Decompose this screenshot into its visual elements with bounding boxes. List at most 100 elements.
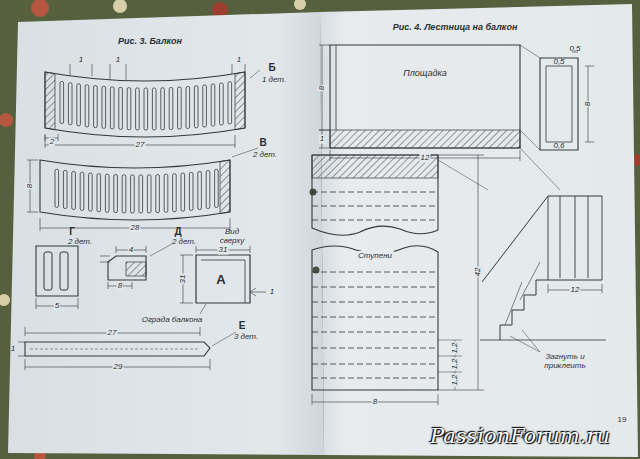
drawn-line bbox=[232, 64, 233, 74]
dimension: 8 bbox=[117, 282, 123, 291]
drawn-line bbox=[40, 218, 41, 231]
dimension: 8 bbox=[26, 183, 35, 189]
slot bbox=[102, 86, 106, 128]
drawn-line bbox=[520, 45, 540, 58]
drawn-line bbox=[30, 349, 200, 350]
rail-inner bbox=[201, 260, 245, 303]
slot bbox=[114, 175, 118, 213]
drawn-line bbox=[116, 246, 117, 253]
drawn-line bbox=[548, 284, 549, 293]
slot bbox=[105, 174, 109, 212]
slot bbox=[211, 84, 215, 126]
drawn-line bbox=[126, 64, 127, 80]
balcony-strip bbox=[45, 72, 245, 137]
drawn-line bbox=[319, 130, 330, 131]
drawn-line bbox=[92, 64, 93, 76]
drawn-line bbox=[522, 330, 540, 352]
slot bbox=[169, 87, 173, 129]
drawn-line bbox=[312, 378, 438, 379]
slot bbox=[110, 87, 114, 129]
drawn-line bbox=[250, 70, 260, 78]
slot bbox=[89, 173, 93, 211]
drawn-line bbox=[250, 288, 256, 292]
drawn-line bbox=[18, 356, 25, 357]
drawn-line bbox=[585, 142, 594, 143]
dimension: 42 bbox=[474, 267, 483, 278]
drawn-line bbox=[520, 130, 540, 150]
drawn-line bbox=[336, 45, 337, 130]
slot bbox=[206, 171, 210, 209]
slot bbox=[72, 171, 76, 209]
dimension: 31 bbox=[179, 274, 188, 285]
dimension: 2 дет. bbox=[252, 151, 278, 160]
slot bbox=[127, 88, 131, 130]
dimension: 1 bbox=[319, 135, 325, 144]
slot bbox=[173, 174, 177, 212]
left-page bbox=[8, 12, 324, 455]
slot bbox=[215, 169, 219, 207]
dimension: 1 bbox=[78, 56, 84, 65]
handrail bbox=[482, 196, 602, 282]
drawn-line bbox=[108, 282, 109, 289]
slot bbox=[156, 175, 160, 213]
slot bbox=[228, 82, 232, 124]
slot bbox=[85, 85, 89, 127]
hatched-end bbox=[45, 72, 55, 130]
drawn-line bbox=[312, 394, 313, 405]
hatched-end bbox=[220, 160, 230, 214]
node-label: А bbox=[214, 272, 227, 287]
rail-top-view bbox=[196, 255, 250, 303]
slot bbox=[136, 88, 140, 130]
drawn-line bbox=[312, 287, 438, 288]
drawn-line bbox=[200, 304, 206, 314]
drawn-line bbox=[250, 292, 256, 296]
drawn-line bbox=[200, 327, 201, 336]
slot bbox=[144, 88, 148, 130]
drawn-line bbox=[210, 359, 211, 370]
dimension: 5 bbox=[54, 302, 60, 311]
drawn-line bbox=[312, 206, 438, 207]
drawn-line bbox=[245, 64, 246, 72]
drawn-line bbox=[312, 364, 438, 365]
drawn-line bbox=[250, 292, 266, 293]
drawn-line bbox=[18, 342, 25, 343]
dimension: 29 bbox=[113, 363, 124, 372]
drawn-line bbox=[212, 332, 236, 346]
stringer bbox=[505, 262, 540, 325]
page-number: 19 bbox=[617, 416, 628, 425]
dimension: 8 bbox=[318, 85, 327, 91]
dimension: 1,2 bbox=[451, 341, 460, 354]
drawn-line bbox=[27, 212, 38, 213]
dimension: 1 bbox=[269, 288, 275, 297]
part-e bbox=[25, 342, 210, 356]
dimension: 31 bbox=[218, 246, 229, 255]
drawn-line bbox=[150, 244, 172, 256]
hatched-end bbox=[235, 72, 245, 130]
landing-panel: Площадка bbox=[331, 46, 519, 129]
dimension: 4 bbox=[128, 246, 134, 255]
drawn-line bbox=[180, 303, 193, 304]
slot bbox=[152, 88, 156, 130]
part-letter: Б bbox=[267, 62, 276, 73]
drawn-line bbox=[438, 155, 484, 156]
drawn-line bbox=[312, 272, 438, 273]
drawn-line bbox=[110, 64, 111, 80]
part-letter: Г bbox=[68, 226, 76, 237]
dimension: 12 bbox=[570, 286, 581, 295]
punch-hole bbox=[313, 267, 320, 274]
part-g bbox=[36, 246, 78, 296]
drawn-line bbox=[45, 135, 46, 148]
drawn-line bbox=[438, 394, 439, 405]
drawn-line bbox=[100, 262, 110, 263]
slot bbox=[161, 88, 165, 130]
drawn-line bbox=[58, 134, 59, 141]
drawn-line bbox=[132, 282, 133, 289]
slot bbox=[119, 87, 123, 129]
right-page bbox=[320, 4, 638, 457]
drawn-line bbox=[438, 356, 462, 357]
landing-outline bbox=[330, 45, 520, 148]
drawn-line bbox=[520, 150, 521, 161]
drawn-line bbox=[510, 336, 540, 352]
